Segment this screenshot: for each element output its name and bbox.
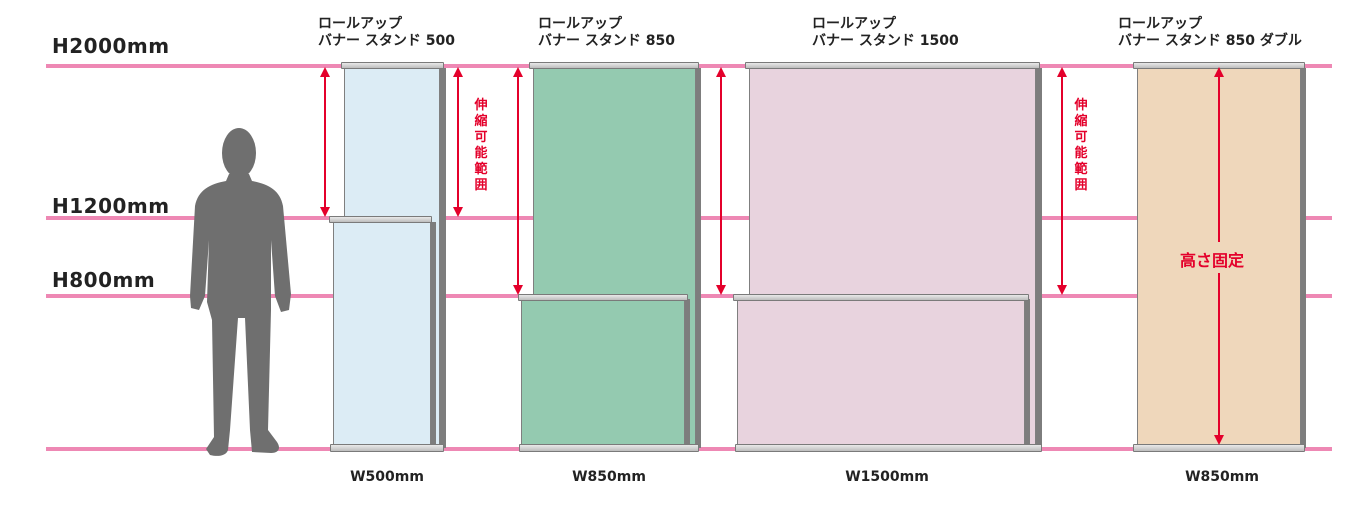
stand-500-top-bar-front bbox=[329, 216, 432, 223]
stand-title-850-line2: バナー スタンド 850 bbox=[538, 33, 675, 49]
stand-1500-top-bar-extended bbox=[745, 62, 1040, 69]
height-label-h800: H800mm bbox=[52, 268, 156, 292]
stand-title-850: ロールアップ バナー スタンド 850 bbox=[538, 16, 675, 50]
adjustable-range-label-500: 伸縮可能範囲 bbox=[474, 98, 488, 193]
stand-500-back-shadow bbox=[439, 68, 446, 448]
stand-850-base bbox=[519, 444, 699, 452]
stand-title-500-line1: ロールアップ bbox=[318, 16, 402, 32]
stand-500-base bbox=[330, 444, 444, 452]
stand-title-500: ロールアップ バナー スタンド 500 bbox=[318, 16, 455, 50]
stand-1500-panel-front bbox=[737, 299, 1025, 447]
stand-850-top-bar-extended bbox=[529, 62, 699, 69]
stand-850-panel-front bbox=[521, 299, 685, 447]
fixed-height-label: 高さ固定 bbox=[1176, 245, 1249, 273]
width-label-850-double: W850mm bbox=[1185, 469, 1259, 485]
stand-500-top-bar-extended bbox=[341, 62, 444, 69]
height-label-h1200: H1200mm bbox=[52, 194, 170, 218]
stand-850-double-shadow bbox=[1300, 68, 1306, 448]
stand-500-front-shadow bbox=[430, 222, 436, 446]
stand-title-1500-line1: ロールアップ bbox=[812, 16, 896, 32]
adjustable-range-label-1500: 伸縮可能範囲 bbox=[1074, 98, 1088, 193]
stand-1500-back-shadow bbox=[1035, 68, 1042, 448]
stand-title-850-double-line2: バナー スタンド 850 ダブル bbox=[1118, 33, 1302, 49]
stand-850-front-shadow bbox=[684, 299, 690, 447]
width-label-850: W850mm bbox=[572, 469, 646, 485]
stand-1500-top-bar-front bbox=[733, 294, 1029, 301]
stand-850-double-base bbox=[1133, 444, 1305, 452]
stand-title-500-line2: バナー スタンド 500 bbox=[318, 33, 455, 49]
stand-850-back-shadow bbox=[695, 68, 701, 448]
stand-title-1500: ロールアップ バナー スタンド 1500 bbox=[812, 16, 959, 50]
width-label-1500: W1500mm bbox=[845, 469, 929, 485]
stand-title-1500-line2: バナー スタンド 1500 bbox=[812, 33, 959, 49]
height-label-h2000: H2000mm bbox=[52, 34, 170, 58]
stand-850-top-bar-front bbox=[518, 294, 688, 301]
stand-1500-base bbox=[735, 444, 1042, 452]
stand-title-850-double: ロールアップ バナー スタンド 850 ダブル bbox=[1118, 16, 1302, 50]
stand-title-850-line1: ロールアップ bbox=[538, 16, 622, 32]
stand-850-double-top-bar bbox=[1133, 62, 1305, 69]
stand-500-panel-front bbox=[333, 222, 431, 446]
stand-1500-front-shadow bbox=[1024, 299, 1030, 447]
width-label-500: W500mm bbox=[350, 469, 424, 485]
stand-title-850-double-line1: ロールアップ bbox=[1118, 16, 1202, 32]
